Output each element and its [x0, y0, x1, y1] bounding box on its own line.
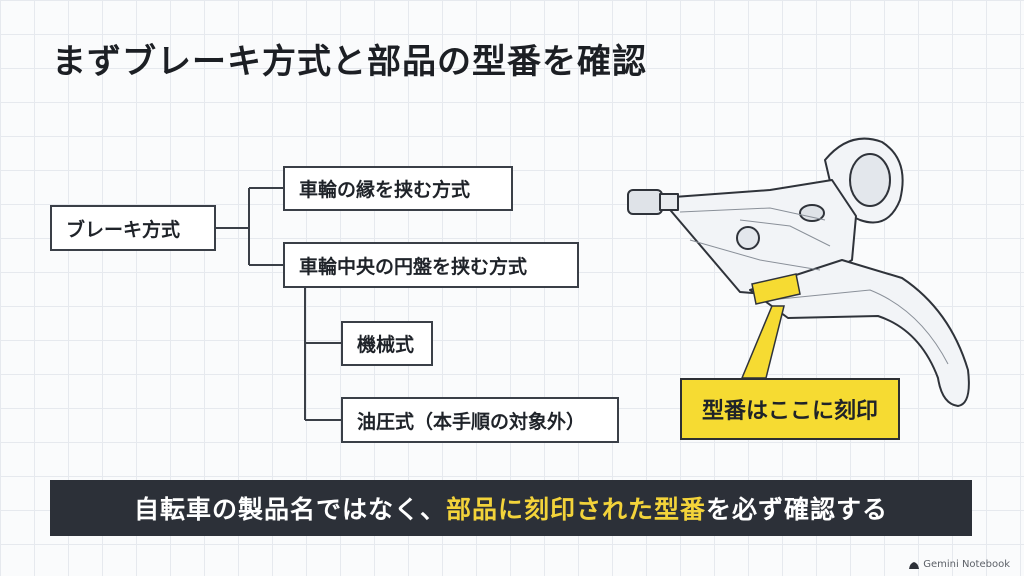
banner-text-part1: 自転車の製品名ではなく、 [133, 495, 446, 524]
footer-brand: Gemini Notebook [909, 559, 1010, 570]
page-title: まずブレーキ方式と部品の型番を確認 [52, 42, 647, 82]
model-number-callout: 型番はここに刻印 [680, 378, 900, 440]
tree-node-hydraulic: 油圧式（本手順の対象外） [341, 397, 619, 443]
footer-brand-label: Gemini Notebook [923, 559, 1010, 570]
tree-node-disc-brake: 車輪中央の円盤を挟む方式 [283, 242, 579, 288]
tree-node-brake-type: ブレーキ方式 [50, 205, 216, 251]
banner-text-part2: を必ず確認する [706, 495, 889, 524]
callout-pointer [740, 305, 785, 379]
key-message-banner: 自転車の製品名ではなく、部品に刻印された型番を必ず確認する [50, 480, 972, 536]
tree-node-mechanical: 機械式 [341, 321, 433, 366]
brake-lever-illustration [627, 137, 970, 407]
tree-node-rim-brake: 車輪の縁を挟む方式 [283, 166, 513, 211]
notebook-logo-icon [909, 561, 920, 569]
model-number-marker [751, 273, 801, 305]
banner-text-highlight: 部品に刻印された型番 [445, 495, 706, 524]
